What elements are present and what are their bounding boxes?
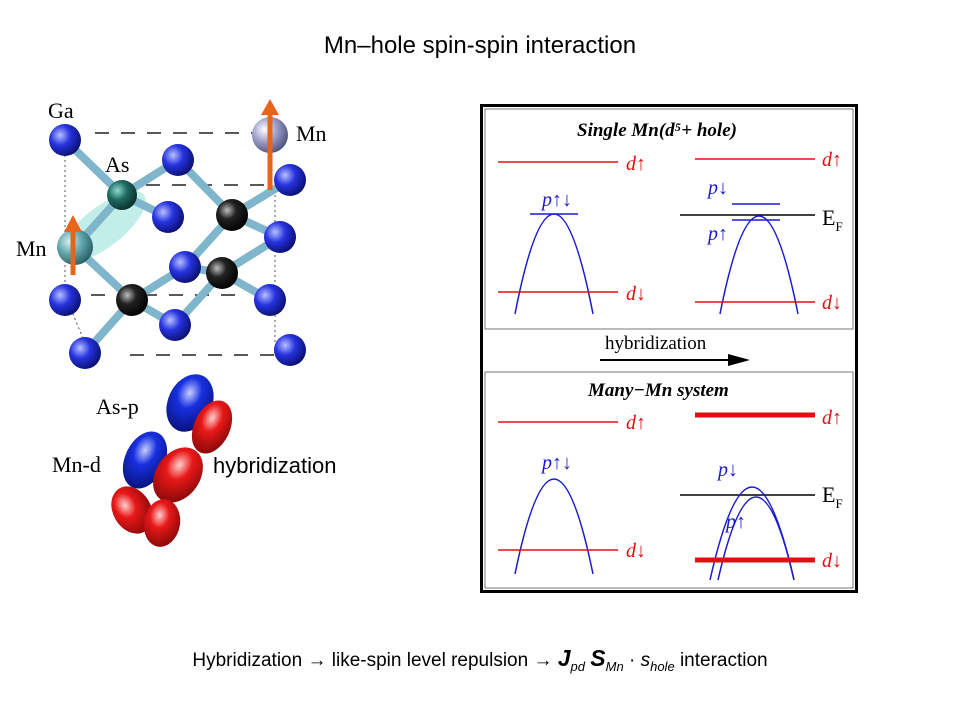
ga-atom xyxy=(274,164,306,196)
right-arrow-icon xyxy=(600,354,750,366)
as-atom xyxy=(216,199,248,231)
spin-arrow-icon xyxy=(261,99,279,190)
ga-atom xyxy=(254,284,286,316)
d-down-label: d↓ xyxy=(626,283,646,305)
ga-label: Ga xyxy=(48,98,74,123)
p-up-label: p↑ xyxy=(706,223,728,245)
valence-band xyxy=(514,213,594,315)
single-mn-title: Single Mn(d⁵+ hole) xyxy=(577,120,737,141)
p-down-label: p↓ xyxy=(716,459,738,481)
as-atom xyxy=(107,180,137,210)
ga-atom xyxy=(159,309,191,341)
ga-atom xyxy=(69,337,101,369)
p-updown-label: p↑↓ xyxy=(540,189,572,211)
ga-atom xyxy=(49,124,81,156)
spin-arrow-icon xyxy=(64,215,82,275)
d-down-label: d↓ xyxy=(822,292,842,314)
hybridization-arrow-label: hybridization xyxy=(605,333,707,354)
page-title: Mn–hole spin-spin interaction xyxy=(323,32,637,59)
ga-atom xyxy=(162,144,194,176)
mn-left-label: Mn xyxy=(16,236,47,261)
valence-band xyxy=(514,478,594,575)
as-label: As xyxy=(105,152,130,177)
bottom-caption: Hybridization → like-spin level repulsio… xyxy=(192,645,768,674)
ga-atom xyxy=(264,221,296,253)
p-updown-label: p↑↓ xyxy=(540,452,572,474)
as-p-label: As-p xyxy=(96,394,139,419)
ga-atom xyxy=(152,201,184,233)
fermi-level-label: EF xyxy=(822,482,843,511)
crystal-structure xyxy=(49,99,306,369)
many-mn-title: Many−Mn system xyxy=(587,380,729,401)
p-down-label: p↓ xyxy=(706,177,728,199)
energy-level-panel: Single Mn(d⁵+ hole) Many−Mn system hybri… xyxy=(480,104,858,593)
d-down-label: d↓ xyxy=(822,550,842,572)
valence-band xyxy=(719,215,799,315)
p-up-label: p↑ xyxy=(724,511,746,533)
valence-band xyxy=(717,496,795,581)
mn-d-label: Mn-d xyxy=(52,452,101,477)
as-atom xyxy=(206,257,238,289)
d-up-label: d↑ xyxy=(626,153,646,175)
d-down-label: d↓ xyxy=(626,540,646,562)
d-up-label: d↑ xyxy=(822,149,842,171)
d-up-label: d↑ xyxy=(822,407,842,429)
as-atom xyxy=(116,284,148,316)
ga-atom xyxy=(49,284,81,316)
hybridization-label: hybridization xyxy=(213,453,337,478)
fermi-level-label: EF xyxy=(822,205,843,234)
ga-atom xyxy=(274,334,306,366)
ga-atom xyxy=(169,251,201,283)
d-up-label: d↑ xyxy=(626,412,646,434)
mn-top-label: Mn xyxy=(296,121,327,146)
orbital-hybridization-diagram xyxy=(111,374,233,547)
